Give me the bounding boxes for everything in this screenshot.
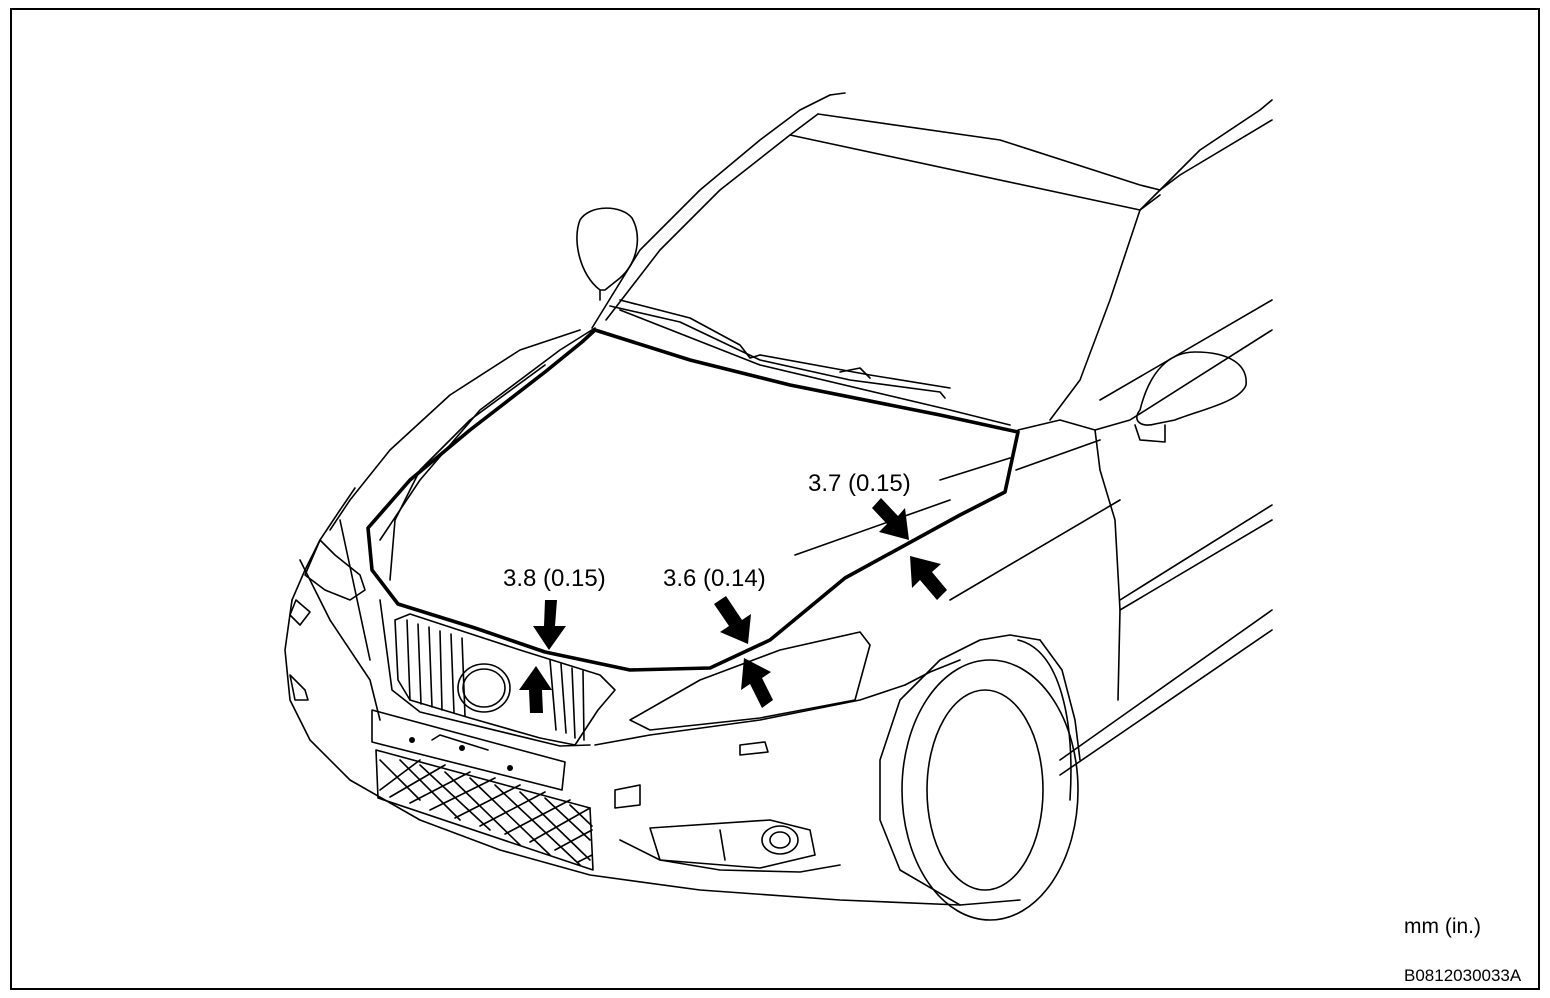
- measurement-label-side: 3.7 (0.15): [808, 470, 911, 497]
- measurement-label-front-center: 3.8 (0.15): [503, 565, 606, 592]
- measurement-arrows: [519, 498, 947, 713]
- arrow-3-6-down: [714, 596, 751, 644]
- units-note: mm (in.): [1404, 915, 1481, 938]
- arrow-3-8-up: [519, 666, 552, 713]
- car-body-linework: [284, 92, 1273, 921]
- front-wheel-tire: [901, 659, 1079, 921]
- measurement-label-front-corner: 3.6 (0.14): [663, 565, 766, 592]
- arrow-3-6-up: [741, 658, 773, 708]
- license-plate-area: [371, 709, 566, 791]
- wiper: [609, 305, 946, 399]
- emblem: [457, 663, 511, 713]
- grille: [394, 613, 616, 746]
- figure-id: B0812030033A: [1404, 966, 1522, 985]
- hood-outline: [366, 328, 1020, 672]
- fog-light-housing: [649, 819, 816, 869]
- arrow-3-7-down: [872, 498, 909, 540]
- arrow-3-7-up: [910, 556, 947, 600]
- right-headlight: [629, 631, 871, 731]
- arrow-3-8-down: [533, 600, 566, 650]
- right-mirror: [1136, 351, 1247, 426]
- lower-grille: [375, 749, 594, 871]
- left-mirror: [576, 207, 639, 291]
